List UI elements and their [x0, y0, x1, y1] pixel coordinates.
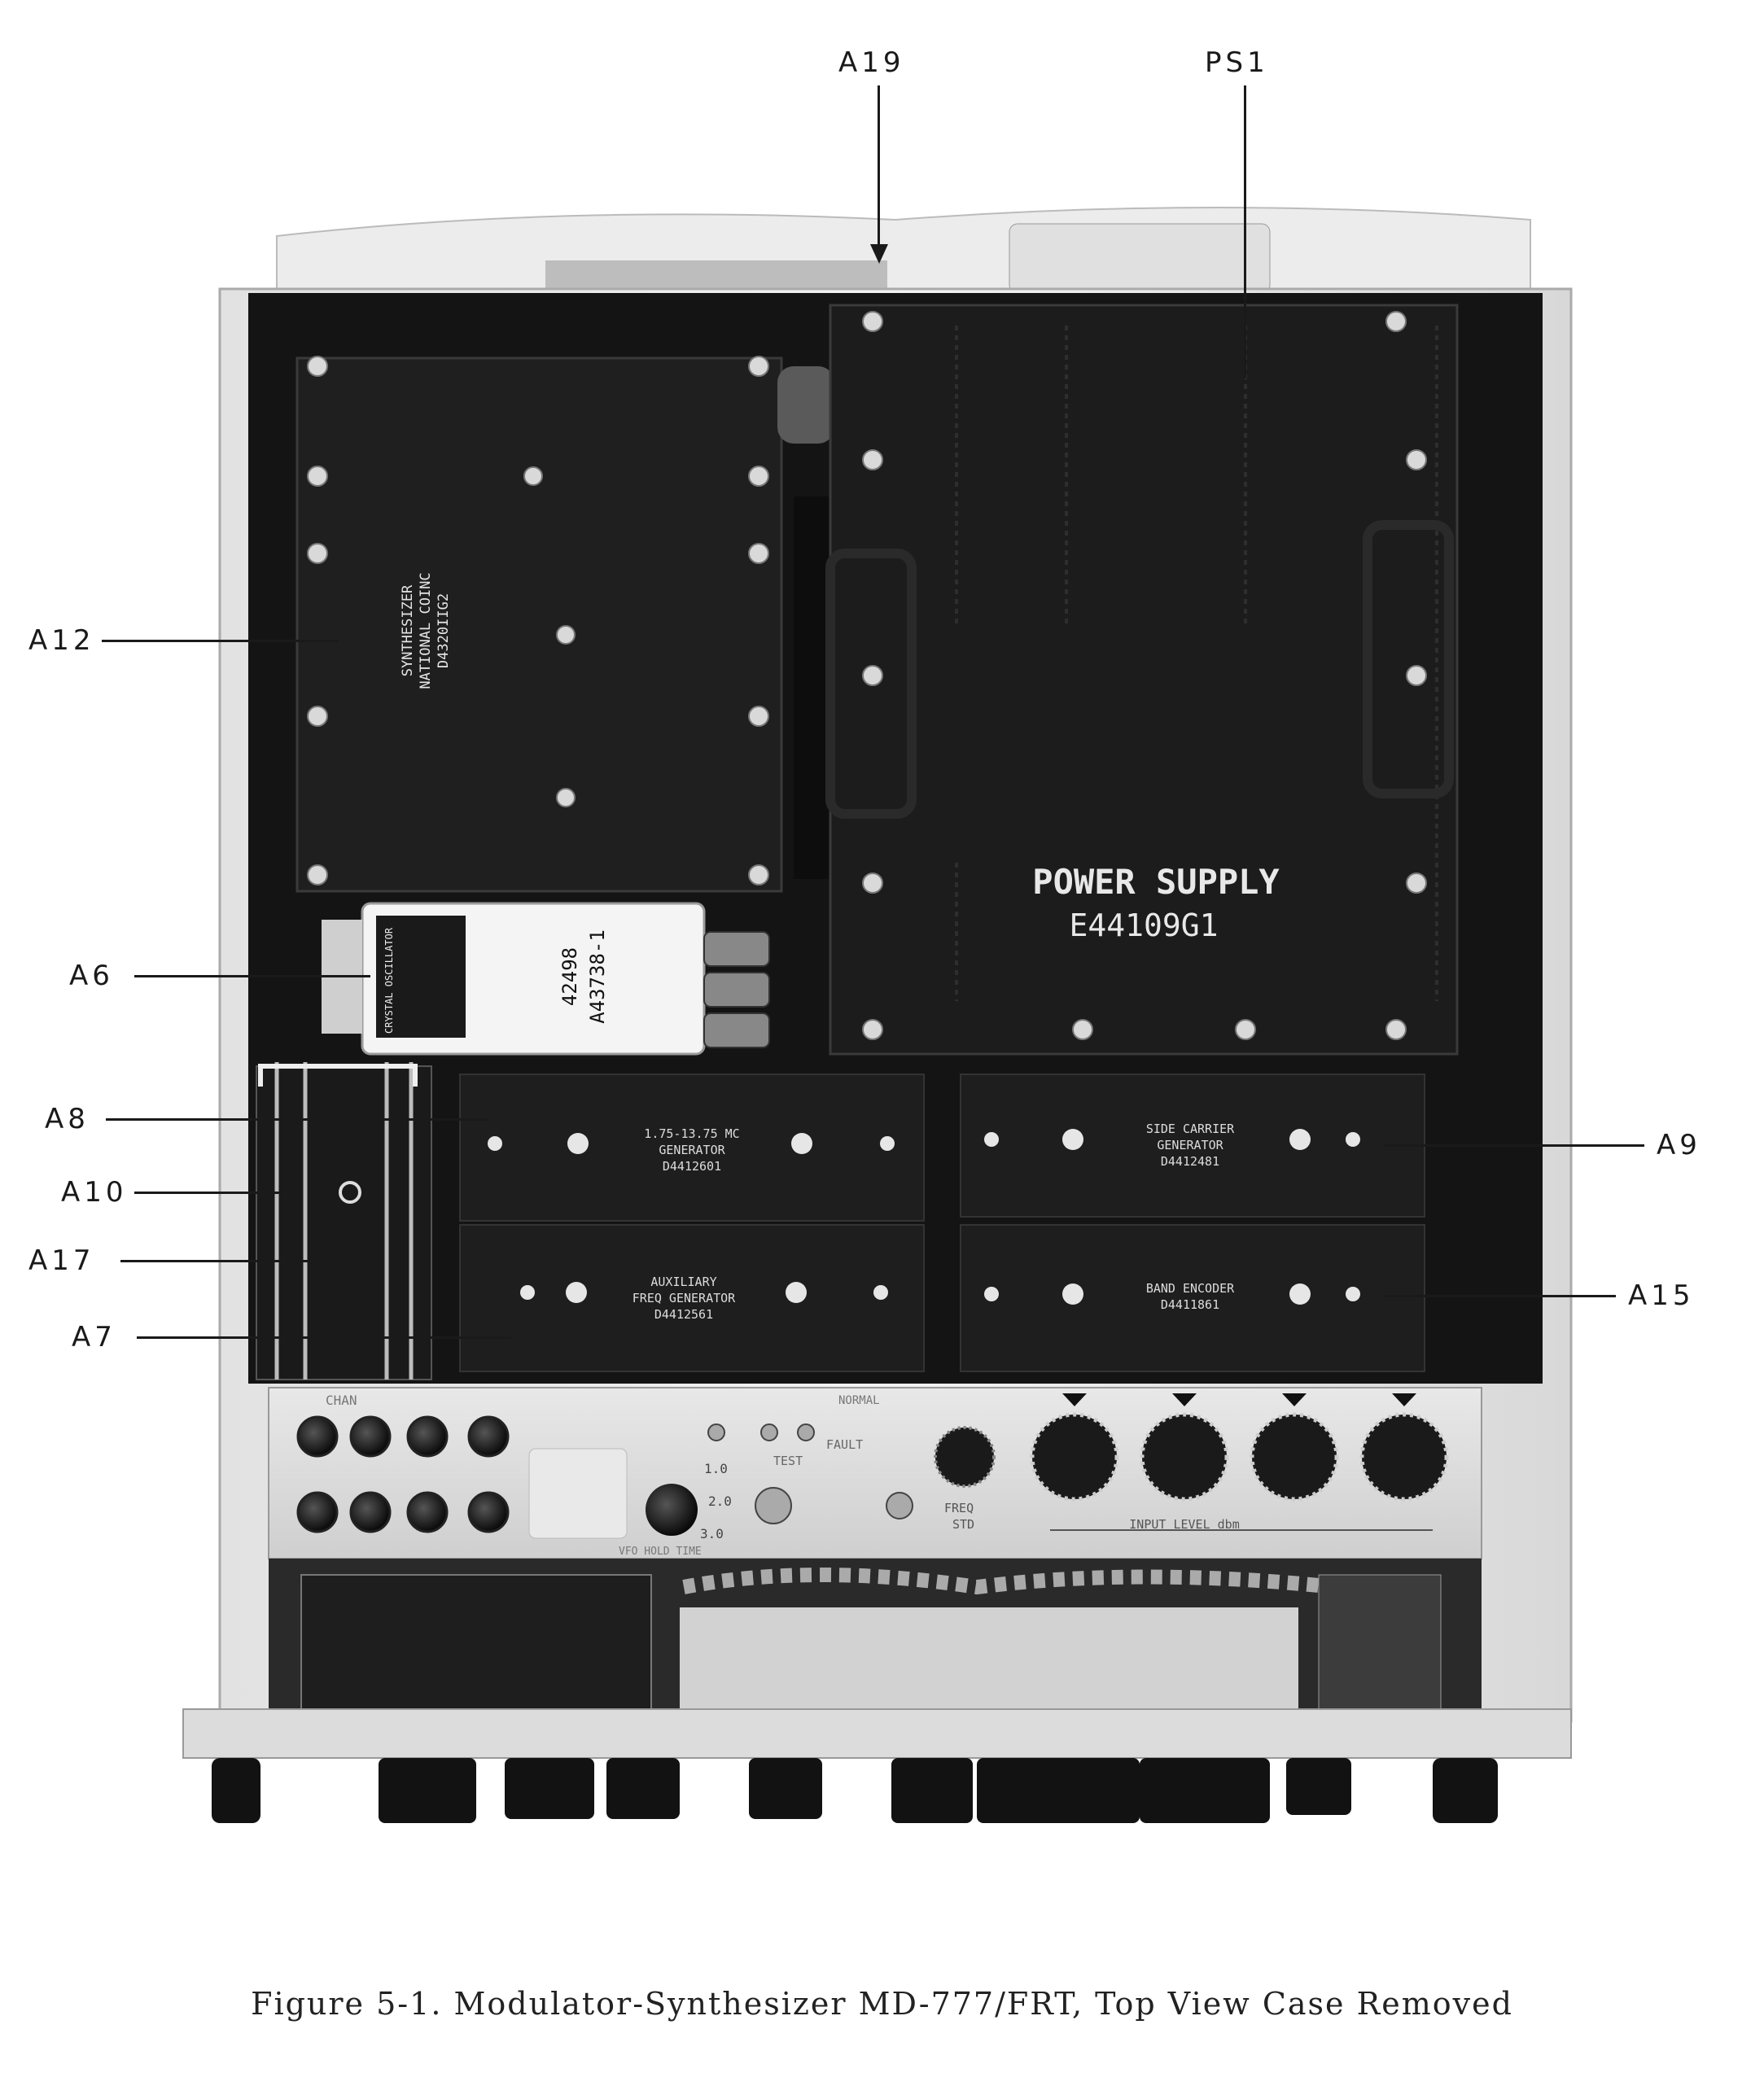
- a9-line2: GENERATOR: [1157, 1138, 1223, 1152]
- synth-line3: D4320IIG2: [436, 593, 452, 668]
- leader-a10: [134, 1192, 289, 1194]
- power-supply-title: POWER SUPPLY: [1032, 862, 1280, 902]
- rear-lip: [276, 207, 1531, 294]
- panel-freq: FREQ: [944, 1501, 974, 1515]
- dial-1: 1.0: [704, 1461, 728, 1476]
- label-a7: A7: [72, 1321, 116, 1353]
- input-level-dial-4: [1359, 1412, 1449, 1502]
- leader-a7: [137, 1336, 511, 1339]
- a8-line1: 1.75-13.75 MC: [644, 1126, 739, 1141]
- input-level-dial-3: [1250, 1412, 1339, 1502]
- panel-chan: CHAN: [326, 1393, 357, 1408]
- label-a9: A9: [1657, 1129, 1701, 1161]
- panel-std: STD: [952, 1517, 974, 1532]
- ps-handle-right: [1363, 520, 1454, 798]
- leader-a15: [1384, 1295, 1616, 1297]
- crystal-tag: CRYSTAL OSCILLATOR: [383, 927, 395, 1034]
- crystal-line1: 42498: [558, 947, 581, 1006]
- label-a6: A6: [69, 960, 114, 992]
- a7-line2: FREQ GENERATOR: [633, 1291, 736, 1305]
- ps-handle-left: [825, 549, 917, 819]
- freq-std-knob: [934, 1426, 996, 1488]
- rear-connectors: [545, 260, 887, 293]
- figure-caption: Figure 5-1. Modulator-Synthesizer MD-777…: [251, 1986, 1513, 2022]
- synth-line1: SYNTHESIZER: [400, 584, 416, 676]
- panel-test: TEST: [773, 1454, 803, 1468]
- dial-3: 3.0: [700, 1526, 724, 1541]
- leader-ps1: [1244, 85, 1246, 378]
- panel-hold-time: VFO HOLD TIME: [619, 1546, 702, 1558]
- power-supply-module: [829, 304, 1459, 1056]
- a8-line2: GENERATOR: [659, 1143, 725, 1157]
- label-ps1: PS1: [1205, 46, 1269, 79]
- leader-a9: [1384, 1144, 1644, 1147]
- a8-line3: D4412601: [663, 1159, 721, 1174]
- leader-a6: [134, 975, 370, 977]
- label-a19: A19: [838, 46, 905, 79]
- a7-line3: D4412561: [654, 1307, 713, 1322]
- synthesizer-module: [295, 356, 783, 893]
- crystal-line2: A43738-1: [586, 929, 609, 1024]
- module-a7: [459, 1224, 925, 1372]
- dial-2: 2.0: [708, 1493, 732, 1509]
- a9-line1: SIDE CARRIER: [1146, 1122, 1235, 1136]
- leader-a8: [106, 1118, 488, 1121]
- leader-a17: [120, 1260, 365, 1262]
- a15-line2: D4411861: [1161, 1297, 1219, 1312]
- leader-a19-arrow: [870, 244, 888, 264]
- label-a10: A10: [61, 1176, 128, 1209]
- label-a8: A8: [45, 1103, 90, 1135]
- input-level-dial-2: [1140, 1412, 1229, 1502]
- a15-line1: BAND ENCODER: [1146, 1281, 1235, 1296]
- module-a8: [459, 1074, 925, 1222]
- module-a9: [960, 1074, 1425, 1218]
- panel-input-level: INPUT LEVEL dbm: [1129, 1517, 1239, 1532]
- label-a15: A15: [1628, 1279, 1695, 1312]
- input-level-dial-1: [1030, 1412, 1119, 1502]
- vfo-hold-knob: [646, 1484, 698, 1536]
- label-a12: A12: [28, 624, 95, 657]
- panel-fault: FAULT: [826, 1437, 863, 1452]
- leader-a19: [878, 85, 880, 248]
- a9-line3: D4412481: [1161, 1154, 1219, 1169]
- front-panel: [182, 1708, 1572, 1759]
- card-cage: [256, 1065, 432, 1380]
- label-a17: A17: [28, 1244, 95, 1277]
- power-supply-part: E44109G1: [1069, 907, 1218, 943]
- synth-line2: NATIONAL COINC: [418, 572, 434, 689]
- a7-line1: AUXILIARY: [650, 1275, 716, 1289]
- panel-normal: NORMAL: [838, 1394, 880, 1407]
- leader-a12: [102, 640, 338, 642]
